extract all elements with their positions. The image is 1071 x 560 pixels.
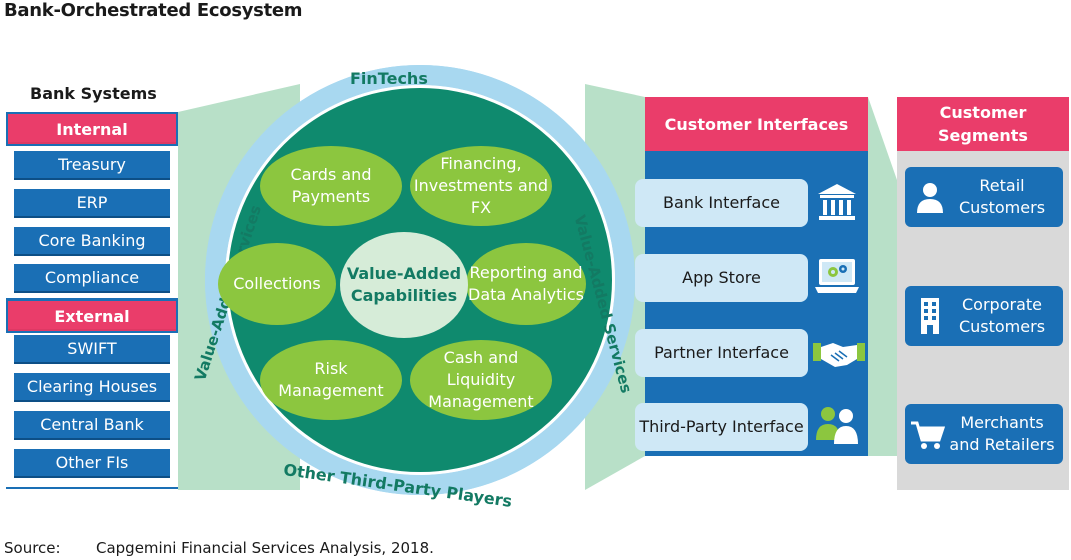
diagram-title: Bank-Orchestrated Ecosystem — [4, 0, 303, 21]
center-value-added-capabilities: Value-Added Capabilities — [340, 232, 468, 338]
system-item-core-banking: Core Banking — [14, 227, 170, 256]
system-item-erp: ERP — [14, 189, 170, 218]
interface-partner: Partner Interface — [635, 329, 808, 377]
system-item-treasury: Treasury — [14, 151, 170, 180]
internal-list: Treasury ERP Core Banking Compliance — [6, 146, 178, 298]
interface-app-store: App Store — [635, 254, 808, 302]
capability-financing: Financing, Investments and FX — [410, 146, 552, 226]
system-item-clearing-houses: Clearing Houses — [14, 373, 170, 402]
ring-label-fintechs: FinTechs — [350, 69, 428, 88]
bank-building-icon — [818, 184, 856, 220]
customer-segments-title: Customer Segments — [897, 97, 1069, 151]
bank-systems-title: Bank Systems — [30, 84, 157, 103]
system-item-central-bank: Central Bank — [14, 411, 170, 440]
internal-header: Internal — [8, 114, 176, 144]
source-note: Source: Capgemini Financial Services Anal… — [4, 539, 434, 557]
external-header: External — [8, 301, 176, 331]
system-item-other-fis: Other FIs — [14, 449, 170, 478]
customer-interfaces-title: Customer Interfaces — [645, 97, 868, 151]
shopping-cart-icon — [911, 421, 945, 449]
capability-cash-liquidity: Cash and Liquidity Management — [410, 340, 552, 420]
interface-bank: Bank Interface — [635, 179, 808, 227]
capability-risk-management: Risk Management — [260, 340, 402, 420]
segment-merchants: Merchants and Retailers — [905, 404, 1063, 464]
external-list: SWIFT Clearing Houses Central Bank Other… — [6, 333, 178, 487]
handshake-icon — [813, 343, 865, 367]
segments-connector — [868, 97, 897, 456]
segment-merchants-label: Merchants and Retailers — [949, 413, 1055, 454]
system-item-compliance: Compliance — [14, 264, 170, 293]
capability-reporting: Reporting and Data Analytics — [466, 243, 586, 325]
source-label: Source: — [4, 539, 61, 557]
capability-collections: Collections — [218, 243, 336, 325]
interface-third-party: Third-Party Interface — [635, 403, 808, 451]
source-text: Capgemini Financial Services Analysis, 2… — [96, 539, 434, 557]
bank-systems-panel: Internal Treasury ERP Core Banking Compl… — [6, 112, 178, 489]
segment-corporate-label: Corporate Customers — [958, 295, 1046, 336]
office-building-icon — [921, 298, 939, 334]
person-icon — [917, 183, 943, 213]
segment-corporate: Corporate Customers — [905, 286, 1063, 346]
capability-cards-payments: Cards and Payments — [260, 146, 402, 226]
laptop-gears-icon — [815, 259, 859, 293]
segment-retail: Retail Customers — [905, 167, 1063, 227]
outer-ring-band — [205, 65, 635, 495]
system-item-swift: SWIFT — [14, 335, 170, 364]
people-icon — [816, 407, 858, 444]
segment-retail-label: Retail Customers — [958, 176, 1046, 217]
